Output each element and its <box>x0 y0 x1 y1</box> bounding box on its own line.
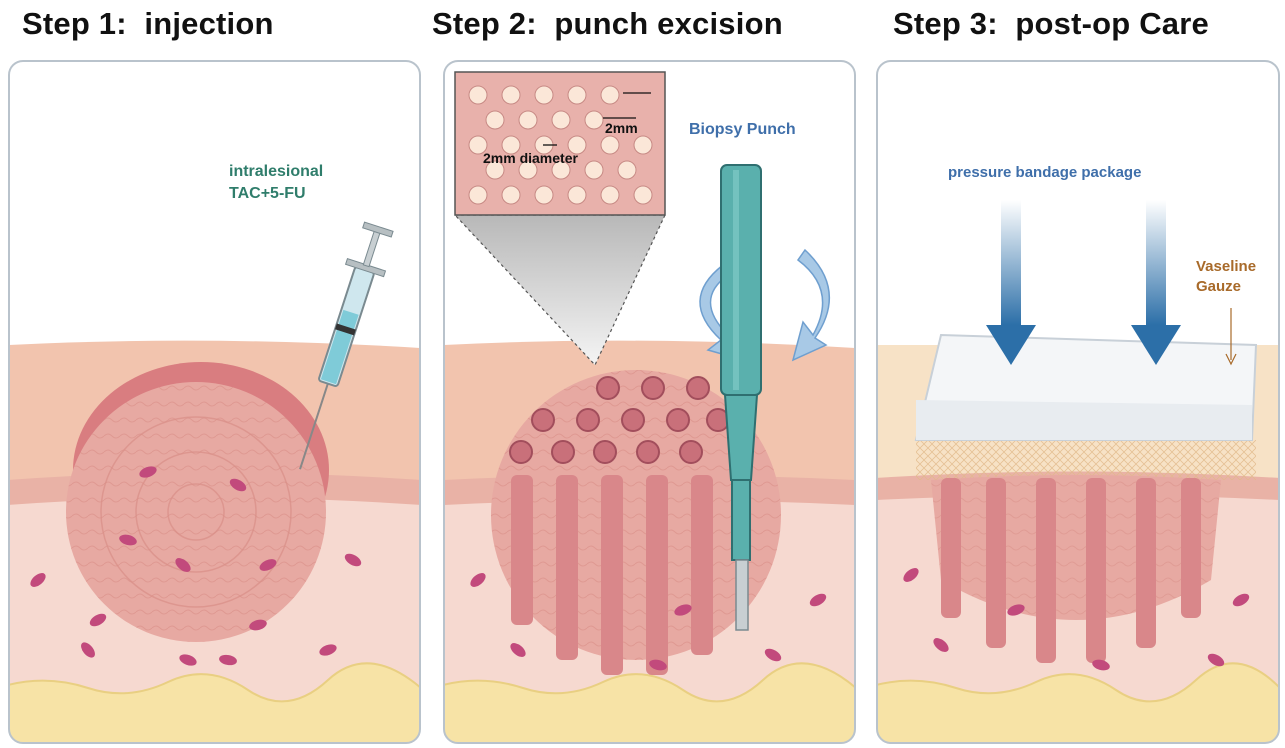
step1-panel: intralesional TAC+5-FU <box>8 60 421 744</box>
gauze-label-line1: Vaseline <box>1196 258 1256 276</box>
vaseline-gauze <box>916 440 1256 480</box>
step2-title: Step 2: punch excision <box>432 6 783 42</box>
step3-illustration <box>876 60 1280 744</box>
biopsy-punch-label: Biopsy Punch <box>689 120 796 139</box>
injection-label-line2: TAC+5-FU <box>229 184 306 203</box>
gauze-label-line2: Gauze <box>1196 278 1241 296</box>
bandage-label: pressure bandage package <box>948 164 1141 182</box>
step3-title: Step 3: post-op Care <box>893 6 1209 42</box>
inset-spacing-label: 2mm <box>605 120 638 137</box>
injection-label-line1: intralesional <box>229 162 323 181</box>
inset-diameter-label: 2mm diameter <box>483 150 578 167</box>
step3-panel: pressure bandage package Vaseline Gauze <box>876 60 1285 744</box>
step1-title: Step 1: injection <box>22 6 274 42</box>
step1-illustration <box>8 60 421 744</box>
step2-panel: Biopsy Punch 2mm diameter 2mm <box>443 60 856 744</box>
